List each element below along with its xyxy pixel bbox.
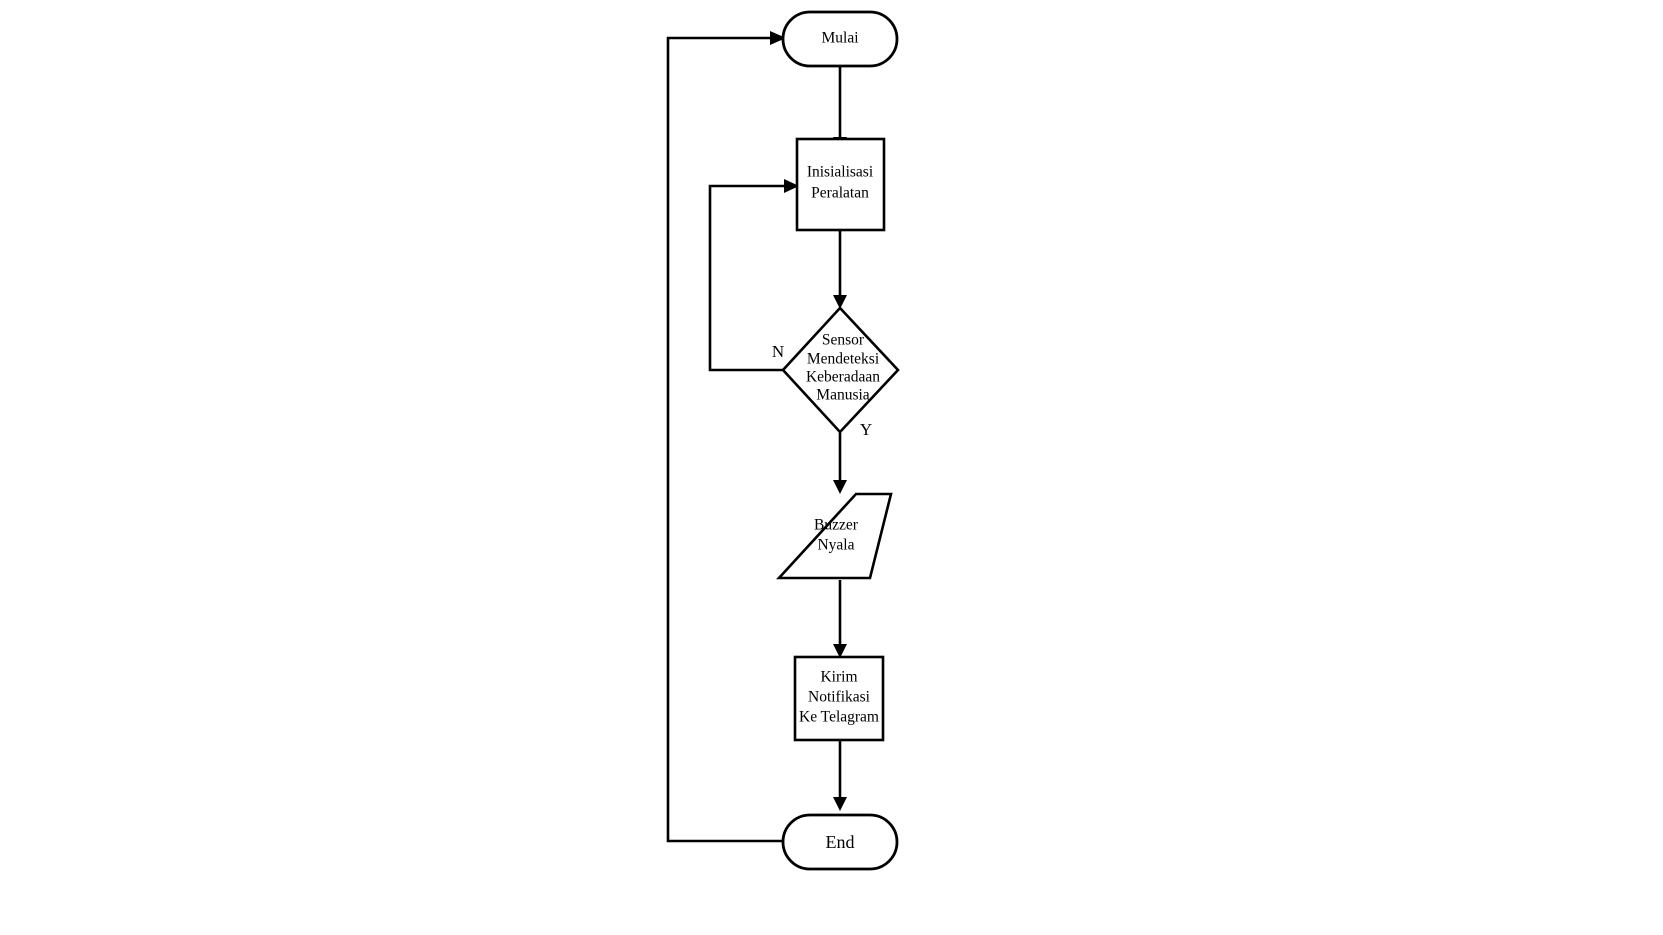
node-buzzer-label-line2: Nyala: [817, 537, 854, 554]
node-mulai[interactable]: Mulai: [781, 10, 899, 68]
node-telegram-shape[interactable]: [793, 655, 885, 742]
node-sensor-label-line2: Mendeteksi: [807, 351, 880, 368]
node-sensor-label-line4: Manusia: [816, 387, 870, 404]
edge-buzzer-to-telegram-arrowhead: [833, 644, 847, 658]
node-sensor-label-line1: Sensor: [822, 332, 865, 349]
node-sensor-label-line3: Keberadaan: [806, 369, 880, 386]
node-sensor-decision-shape[interactable]: [781, 306, 900, 434]
node-inisialisasi-label-line1: Inisialisasi: [807, 164, 874, 181]
node-mulai-label: Mulai: [821, 30, 859, 47]
edge-sensor-yes-arrowhead: [833, 480, 847, 494]
edge-buzzer-to-telegram: [833, 580, 847, 658]
edge-sensor-no-arrowhead: [784, 179, 799, 193]
edge-telegram-to-end: [833, 740, 847, 811]
node-telegram-label-line3: Ke Telagram: [799, 709, 879, 726]
edge-sensor-no-line: [708, 184, 784, 372]
node-telegram-label-line1: Kirim: [820, 669, 857, 686]
node-end-label: End: [826, 832, 855, 852]
node-buzzer[interactable]: Buzzer Nyala: [776, 492, 893, 580]
branch-label-yes: Y: [860, 420, 872, 439]
edge-inisialisasi-to-sensor-arrowhead: [833, 295, 847, 309]
edge-sensor-no-to-inisialisasi: [708, 179, 799, 372]
node-telegram[interactable]: Kirim Notifikasi Ke Telagram: [793, 655, 885, 742]
node-telegram-label-line2: Notifikasi: [808, 689, 871, 706]
edge-end-to-mulai-line: [666, 36, 783, 843]
edge-sensor-yes-to-buzzer: [833, 432, 847, 494]
branch-label-no: N: [772, 342, 784, 361]
node-inisialisasi-shape[interactable]: [795, 137, 886, 232]
node-inisialisasi[interactable]: Inisialisasi Peralatan: [795, 137, 886, 232]
node-sensor-decision[interactable]: Sensor Mendeteksi Keberadaan Manusia: [781, 306, 900, 434]
edge-end-to-mulai: [666, 31, 786, 843]
edge-end-to-mulai-arrowhead: [770, 31, 786, 45]
node-end-shape[interactable]: [781, 813, 899, 871]
node-mulai-shape[interactable]: [781, 10, 899, 68]
node-buzzer-label-line1: Buzzer: [814, 517, 859, 534]
node-buzzer-shape[interactable]: [776, 492, 893, 580]
edge-inisialisasi-to-sensor: [833, 230, 847, 309]
edge-telegram-to-end-arrowhead: [833, 797, 847, 811]
node-inisialisasi-label-line2: Peralatan: [811, 185, 869, 202]
node-end[interactable]: End: [781, 813, 899, 871]
